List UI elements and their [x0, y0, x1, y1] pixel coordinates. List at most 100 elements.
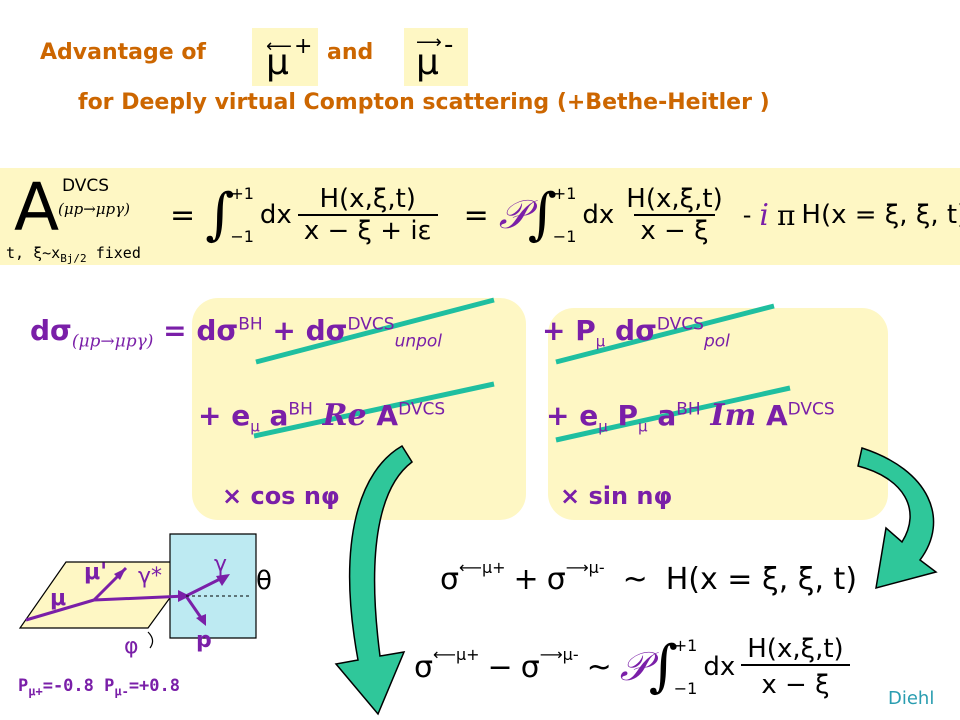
mu-plus-sup: + [294, 34, 313, 59]
result-sum: σ⟵μ+ + σ⟶μ- ~ H(x = ξ, ξ, t) [440, 559, 858, 597]
cs-dvcs-sup: DVCS [347, 314, 395, 335]
phi-arc-icon [147, 631, 154, 649]
credit-diehl: Diehl [888, 688, 935, 709]
sum-plus: + [513, 562, 539, 597]
amplitude-A: A [14, 168, 59, 248]
integral-3-dx: dx [703, 652, 736, 682]
curved-arrow-right-icon [857, 447, 938, 590]
pol-minus-val: =+0.8 [128, 676, 180, 696]
principal-value-1: 𝒫 [498, 192, 528, 238]
integral-1-dx: dx [259, 200, 292, 230]
virtual-photon-line [93, 594, 187, 602]
result-difference: σ⟵μ+ − σ⟶μ- ~ 𝒫 ∫ +1 −1 dx H(x,ξ,t) x − … [414, 622, 850, 712]
fraction-1: H(x,ξ,t) x − ξ + iε [297, 184, 438, 246]
integral-2-upper: +1 [552, 184, 577, 203]
title-and: and [327, 40, 373, 65]
virtual-photon-arrowhead [178, 590, 190, 602]
integral-2-limits: +1 −1 [553, 184, 577, 246]
cos-term: × cos nφ [222, 482, 340, 510]
fraction-1-num: H(x,ξ,t) [319, 184, 416, 214]
label-phi: φ [124, 634, 139, 659]
cs-im-P-sub: μ [638, 417, 648, 436]
cs-im-A: A [756, 399, 788, 432]
mu-minus-symbol: μ [416, 42, 439, 83]
curved-arrow-left-icon [334, 444, 414, 716]
sum-sim: ~ [622, 562, 648, 597]
mu-plus-symbol: μ [266, 42, 289, 83]
amplitude-note-sub: Bj/2 [60, 252, 87, 265]
label-gamma-star: γ* [138, 564, 163, 589]
integral-3-lower: −1 [673, 679, 698, 698]
amplitude-sub: (μp→μpγ) [58, 200, 130, 218]
strike-line-dvcs-pol [555, 303, 775, 365]
cs-pol-sup: DVCS [656, 314, 704, 335]
cs-plus-dvcs: + dσ [262, 314, 348, 347]
cross-section-line-1: dσ(μp→μpγ) = dσBH + dσDVCSunpol [30, 314, 442, 350]
cs-pol-dsig: dσ [605, 314, 657, 347]
amplitude-rhs: = ∫ +1 −1 dx H(x,ξ,t) x − ξ + iε = 𝒫 ∫ +… [160, 172, 960, 258]
cs-pol-sub: μ [595, 332, 606, 351]
amplitude-tail-pi: π [777, 198, 796, 232]
integral-1-icon: ∫ [205, 182, 235, 247]
diff-sup-1-text: μ+ [455, 645, 480, 664]
integral-3-icon: ∫ [648, 634, 678, 699]
label-gamma: γ [214, 552, 228, 577]
real-part-symbol: Re [322, 398, 367, 433]
im-box [548, 308, 888, 520]
real-photon-arrowhead [216, 574, 230, 586]
fraction-2-den: x − ξ [634, 214, 715, 246]
mu-minus-arrow-icon: ⟶ [416, 32, 442, 53]
sum-sup-arrow-2-icon: ⟶ [565, 557, 589, 577]
cs-pol-term-sub: pol [703, 331, 730, 352]
cs-re-a: a [259, 399, 289, 432]
principal-value-2: 𝒫 [619, 644, 649, 690]
amplitude-tail-minus: - [742, 201, 752, 229]
cs-im-e-sub: μ [598, 417, 608, 436]
amplitude-A-letter: A [14, 169, 60, 246]
pol-P: P [18, 676, 29, 696]
amplitude-tail-i: i [759, 197, 769, 233]
sum-sup-arrow-1-icon: ⟵ [459, 557, 482, 577]
title-line-1: Advantage of [40, 40, 206, 65]
hadron-plane [169, 533, 257, 639]
amplitude-box [0, 168, 960, 265]
cs-im-A-sup: DVCS [787, 399, 835, 420]
amplitude-note-tail: fixed [86, 244, 141, 262]
integral-1-upper: +1 [230, 184, 254, 203]
integral-2-icon: ∫ [527, 182, 557, 247]
strike-line-dvcs-unpol [255, 297, 495, 365]
diff-sigma-2: σ [520, 649, 540, 685]
fraction-2: H(x,ξ,t) x − ξ [620, 184, 728, 246]
cs-bh-sup: BH [238, 314, 263, 335]
diff-sigma-1: σ [414, 649, 434, 685]
cs-pol-term: + P [542, 314, 596, 347]
amplitude-fixed-note: t, ξ~xBj/2 fixed [6, 244, 141, 265]
fraction-2-num: H(x,ξ,t) [626, 184, 723, 214]
sum-H: H(x = ξ, ξ, t) [665, 562, 858, 597]
amplitude-eq-2: = [463, 197, 489, 233]
fraction-3-den: x − ξ [741, 664, 850, 700]
amplitude-eq-1: = [170, 197, 196, 233]
imag-part-symbol: Im [710, 398, 757, 433]
cs-im-P: P [607, 399, 639, 432]
integral-1-limits: +1 −1 [230, 184, 254, 246]
sum-sup-2-text: μ- [588, 557, 605, 577]
cs-lhs-sub: (μp→μpγ) [71, 331, 154, 352]
cs-re-e: + e [198, 399, 251, 432]
amplitude-note-text: t, ξ~x [6, 244, 61, 262]
polarization-values: Pμ+=-0.8 Pμ-=+0.8 [18, 676, 180, 697]
sin-term: × sin nφ [560, 482, 673, 510]
title-advantage-text: Advantage of [40, 40, 206, 65]
cs-im-a-sup: BH [676, 399, 701, 420]
label-p: p [196, 628, 212, 653]
cs-re-A: A [366, 399, 399, 432]
incoming-muon-line [25, 598, 95, 622]
cross-section-pol: + Pμ dσDVCSpol [542, 314, 730, 350]
label-mu: μ [50, 586, 67, 611]
integral-3-limits: +1 −1 [674, 636, 698, 698]
scattering-diagram [18, 533, 257, 649]
cross-section-re: + eμ aBH Re ADVCS [198, 398, 445, 434]
mu-minus-badge: ⟶ μ - [404, 28, 468, 86]
diff-sup-arrow-2-icon: ⟶ [539, 645, 563, 664]
